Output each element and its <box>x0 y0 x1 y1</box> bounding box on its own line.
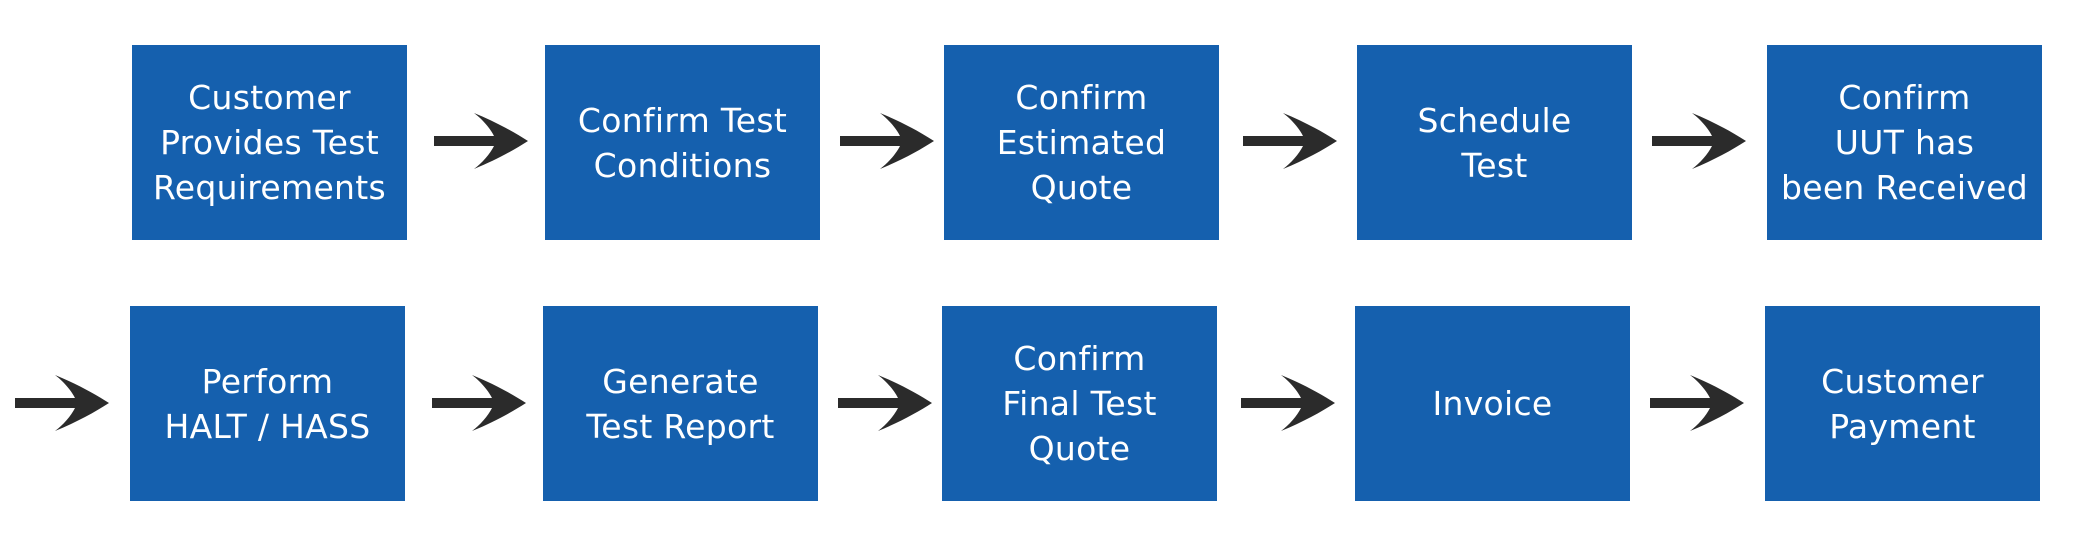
step-label: Confirm Estimated Quote <box>996 78 1167 207</box>
step-invoice: Invoice <box>1355 306 1630 501</box>
right-arrow-icon <box>15 375 109 431</box>
right-arrow-icon <box>434 113 528 169</box>
right-arrow-icon <box>838 375 932 431</box>
step-label: Generate Test Report <box>586 361 775 446</box>
step-customer-payment: Customer Payment <box>1765 306 2040 501</box>
step-confirm-test-conditions: Confirm Test Conditions <box>545 45 820 240</box>
right-arrow-icon <box>840 113 934 169</box>
right-arrow-icon <box>1243 113 1337 169</box>
step-label: Customer Provides Test Requirements <box>152 78 387 207</box>
step-label: Confirm Test Conditions <box>577 100 788 185</box>
right-arrow-icon <box>432 375 526 431</box>
step-label: Schedule Test <box>1417 100 1572 185</box>
right-arrow-icon <box>1241 375 1335 431</box>
step-schedule-test: Schedule Test <box>1357 45 1632 240</box>
step-label: Confirm Final Test Quote <box>1002 339 1157 468</box>
step-label: Customer Payment <box>1821 361 1984 446</box>
step-confirm-estimated-quote: Confirm Estimated Quote <box>944 45 1219 240</box>
step-confirm-uut-received: Confirm UUT has been Received <box>1767 45 2042 240</box>
step-confirm-final-test-quote: Confirm Final Test Quote <box>942 306 1217 501</box>
step-generate-test-report: Generate Test Report <box>543 306 818 501</box>
step-perform-halt-hass: Perform HALT / HASS <box>130 306 405 501</box>
right-arrow-icon <box>1650 375 1744 431</box>
right-arrow-icon <box>1652 113 1746 169</box>
step-label: Invoice <box>1432 384 1553 423</box>
step-label: Confirm UUT has been Received <box>1780 78 2028 207</box>
step-customer-provides-test-requirements: Customer Provides Test Requirements <box>132 45 407 240</box>
step-label: Perform HALT / HASS <box>164 361 371 446</box>
